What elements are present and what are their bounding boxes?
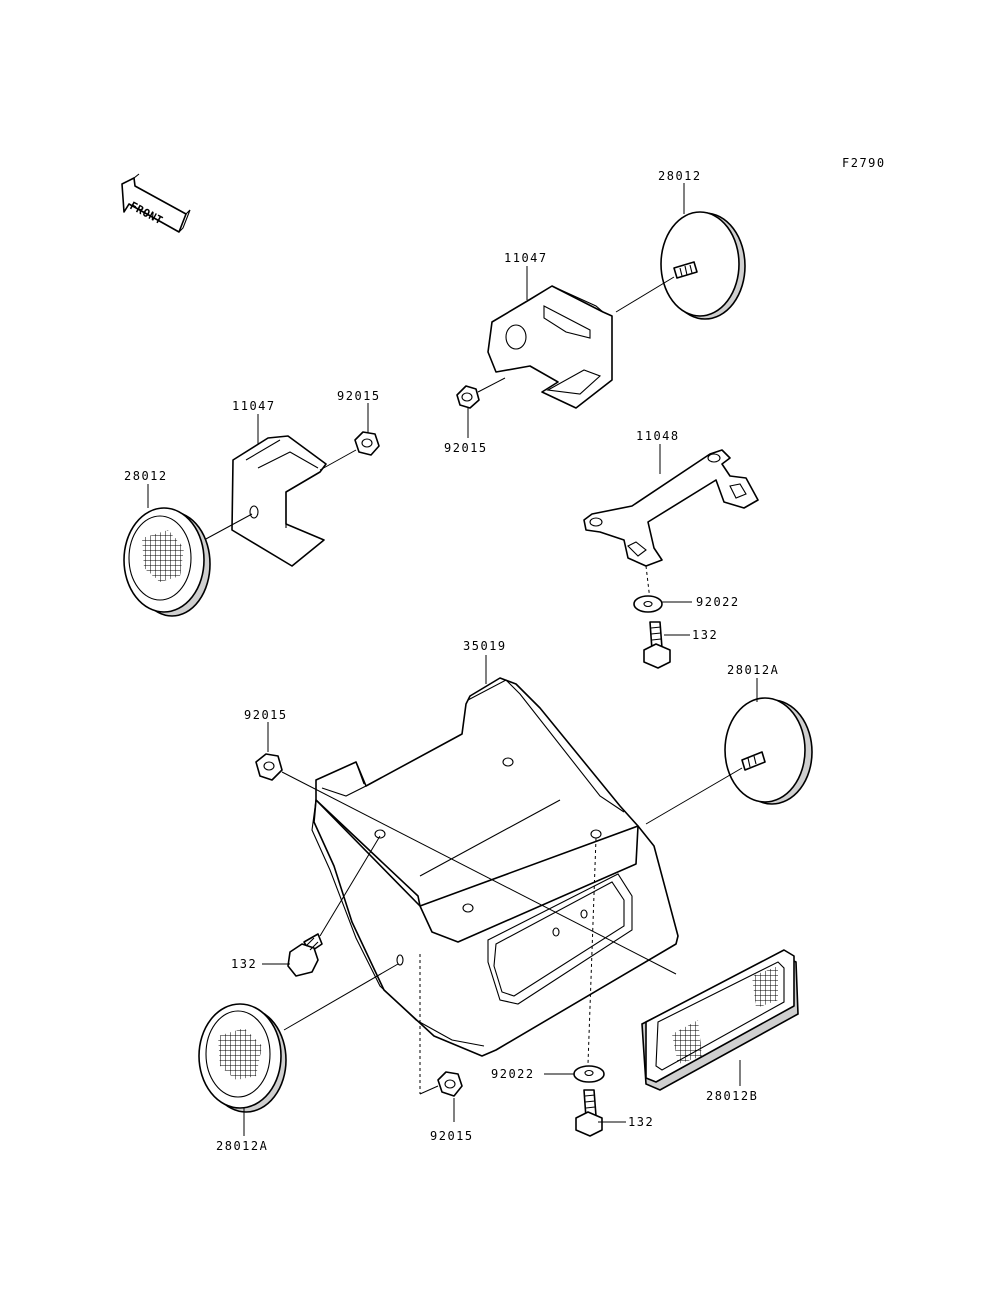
label-washer-stay: 92022 [696,595,740,609]
reflector-rear [641,949,799,1091]
label-nut-bracket-left: 92015 [337,389,381,403]
nut-fender-top [255,753,283,781]
front-arrow-icon: FRONT [121,173,191,233]
nut-bracket-left [354,431,380,456]
bolt-stay [643,621,671,669]
label-bolt-stay: 132 [692,628,718,642]
stay [583,449,759,567]
bolt-fender-bottom [575,1089,603,1137]
label-reflector-rear-top: 28012 [658,169,702,183]
nut-fender-bottom [437,1071,463,1097]
label-reflector-rear: 28012B [706,1089,758,1103]
reflector-rear-top [660,211,746,320]
reflector-side-left [198,1003,287,1113]
washer-stay [633,595,663,613]
label-bracket-right: 11047 [504,251,548,265]
label-bracket-left: 11047 [232,399,276,413]
fender [311,677,679,1057]
label-nut-fender-top: 92015 [244,708,288,722]
label-reflector-side-left: 28012A [216,1139,268,1153]
label-fender: 35019 [463,639,507,653]
reflector-left [123,507,211,617]
bracket-right [487,285,613,409]
bracket-left [231,435,327,567]
label-washer-fender: 92022 [491,1067,535,1081]
label-reflector-side-right: 28012A [727,663,779,677]
washer-fender [573,1065,605,1083]
reflector-side-right [724,697,813,805]
label-bolt-fender-left: 132 [231,957,257,971]
label-bolt-fender-bottom: 132 [628,1115,654,1129]
label-reflector-left: 28012 [124,469,168,483]
label-nut-fender-bottom: 92015 [430,1129,474,1143]
bolt-fender-left [287,933,323,977]
nut-bracket-right [456,385,480,409]
label-stay: 11048 [636,429,680,443]
label-nut-bracket-right: 92015 [444,441,488,455]
figure-code: F2790 [842,156,886,170]
